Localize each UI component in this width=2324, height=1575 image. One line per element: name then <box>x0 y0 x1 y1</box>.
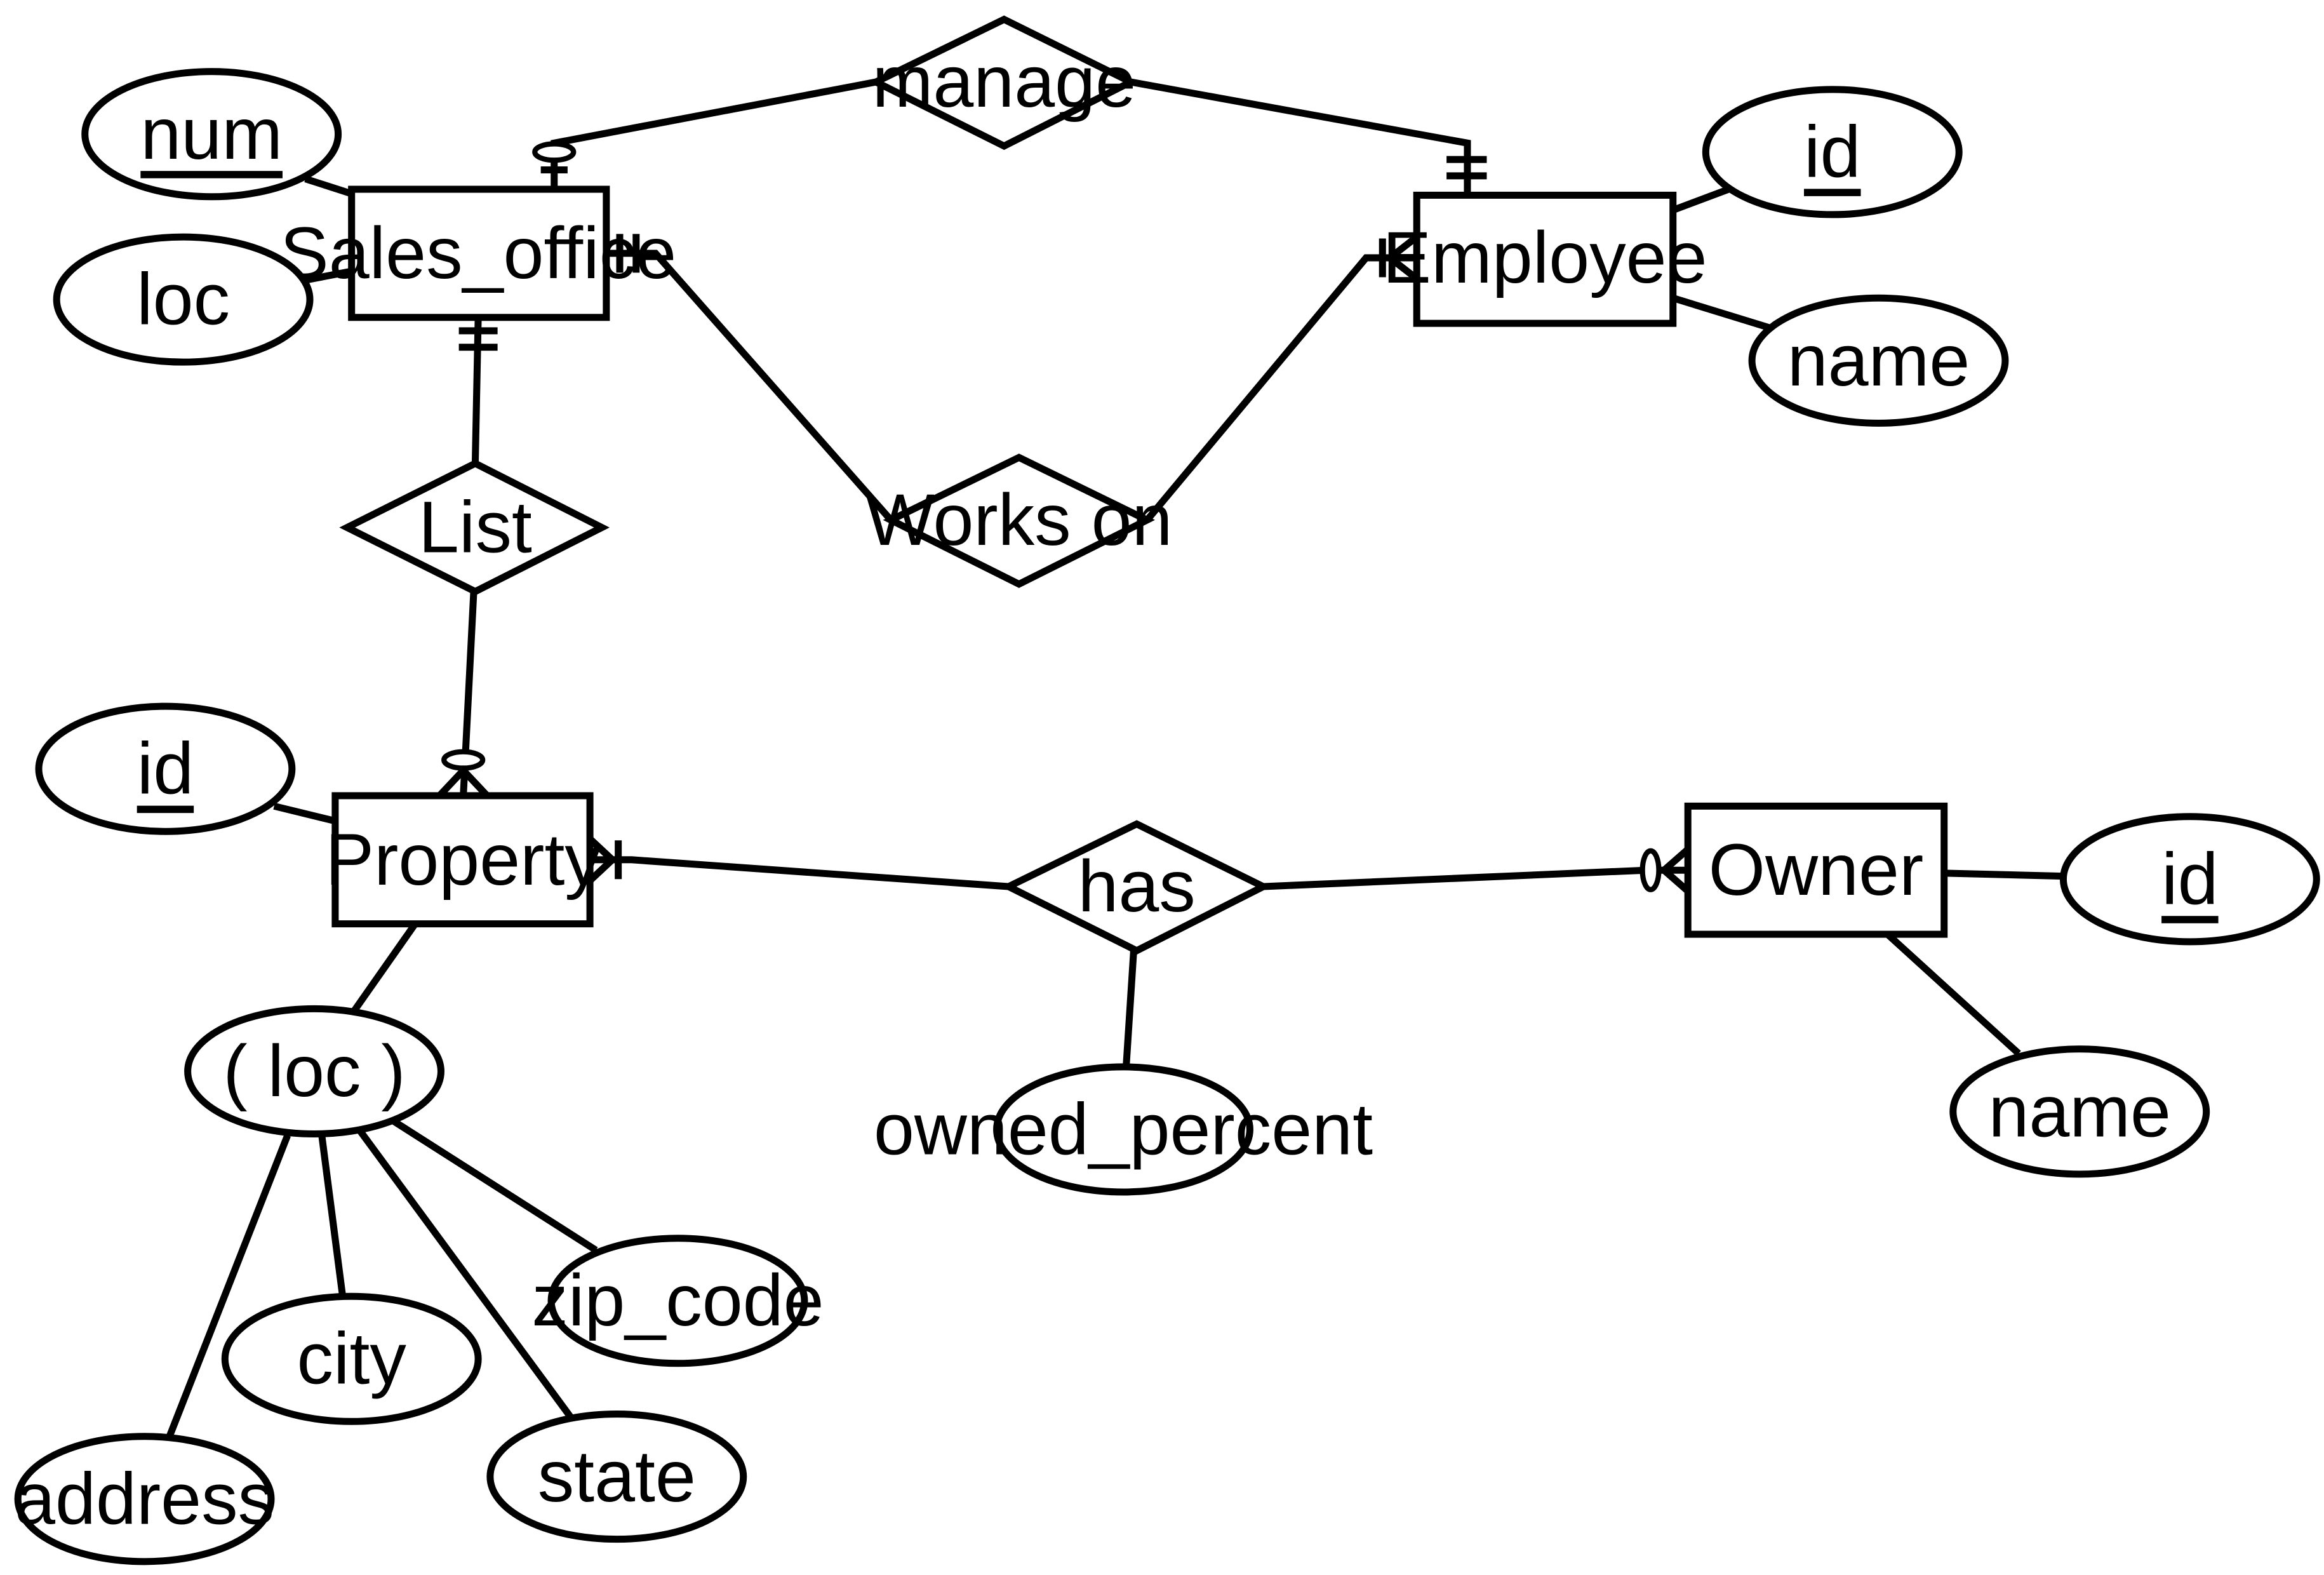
zero-or-one-marker <box>532 141 577 174</box>
exactly-one-marker <box>616 234 640 273</box>
connector-has-owner <box>1263 866 1688 890</box>
entity-owner[interactable]: Owner <box>1684 802 1948 938</box>
attribute-label: city <box>297 1318 406 1400</box>
primary-key-label: id <box>137 728 194 810</box>
composite-attribute-label: ( loc ) <box>223 1031 405 1112</box>
exactly-one-marker <box>458 327 498 351</box>
connector-manage-employee <box>1130 78 1471 196</box>
connector-owner-id <box>1944 869 2064 880</box>
entity-label: Employee <box>1382 217 1707 298</box>
relationship-works-on[interactable]: Works on <box>865 453 1172 588</box>
connector-loc-zip-code <box>388 1116 598 1254</box>
zero-or-many-marker <box>437 749 490 798</box>
connector-num <box>304 175 353 198</box>
attribute-label: owned_percent <box>874 1089 1373 1170</box>
connector-loc-state <box>356 1127 574 1419</box>
entity-label: Property <box>325 819 601 901</box>
one-or-many-marker <box>587 836 622 883</box>
entity-sales-office[interactable]: Sales_office <box>280 185 676 321</box>
zero-or-many-marker <box>1639 847 1690 894</box>
attribute-label: zip_code <box>531 1260 824 1341</box>
connector-property-loc <box>351 923 417 1012</box>
attribute-owned-percent[interactable]: owned_percent <box>874 1063 1373 1196</box>
entity-property[interactable]: Property <box>325 792 601 928</box>
relationship-has[interactable]: has <box>1000 820 1271 955</box>
attribute-employee-name[interactable]: name <box>1748 294 2009 427</box>
attribute-property-loc[interactable]: ( loc ) <box>184 1005 444 1137</box>
attribute-sales-office-num[interactable]: num <box>81 68 342 201</box>
attribute-owner-name[interactable]: name <box>1949 1045 2210 1178</box>
connector-employee-id <box>1671 184 1734 214</box>
attribute-label: address <box>15 1458 274 1539</box>
primary-key-label: id <box>2161 838 2218 920</box>
connector-loc-address <box>164 1134 291 1441</box>
attribute-state[interactable]: state <box>486 1411 747 1543</box>
cardinality-markers <box>437 141 1690 894</box>
attribute-address[interactable]: address <box>14 1433 275 1565</box>
entity-label: Owner <box>1709 829 1924 911</box>
attribute-zip-code[interactable]: zip_code <box>531 1235 824 1367</box>
connector-property-has <box>590 856 1009 890</box>
connector-owner-name <box>1885 932 2021 1056</box>
attribute-label: loc <box>137 259 230 340</box>
connector-sales-office-list <box>471 317 482 464</box>
attribute-property-id[interactable]: id <box>35 702 296 835</box>
relationship-label: List <box>418 487 532 568</box>
connector-loc-city <box>318 1135 347 1297</box>
relationship-manage[interactable]: manage <box>868 15 1139 151</box>
connector-has-owned-percent <box>1123 950 1137 1066</box>
connector-works-on-employee <box>1144 254 1417 523</box>
relationship-label: has <box>1078 846 1195 927</box>
primary-key-label: id <box>1804 111 1860 192</box>
attribute-label: name <box>1988 1071 2171 1152</box>
attribute-employee-id[interactable]: id <box>1702 86 1963 218</box>
attribute-owner-id[interactable]: id <box>2059 813 2320 946</box>
exactly-one-marker <box>1446 156 1487 180</box>
relationship-label: manage <box>872 41 1136 123</box>
attribute-city[interactable]: city <box>221 1292 482 1425</box>
one-or-many-marker <box>1379 234 1419 282</box>
primary-key-label: num <box>140 93 283 175</box>
attribute-sales-office-loc[interactable]: loc <box>53 233 314 366</box>
connector-employee-name <box>1672 295 1771 332</box>
entity-label: Sales_office <box>280 213 676 294</box>
connector-property-id <box>273 802 337 825</box>
attribute-label: name <box>1787 320 1970 401</box>
attribute-label: state <box>538 1436 696 1517</box>
connector-sales-office-manage <box>551 78 877 190</box>
entity-employee[interactable]: Employee <box>1382 191 1707 327</box>
relationship-list[interactable]: List <box>339 459 610 596</box>
relationship-label: Works on <box>865 479 1172 561</box>
connector-loc <box>304 267 352 284</box>
